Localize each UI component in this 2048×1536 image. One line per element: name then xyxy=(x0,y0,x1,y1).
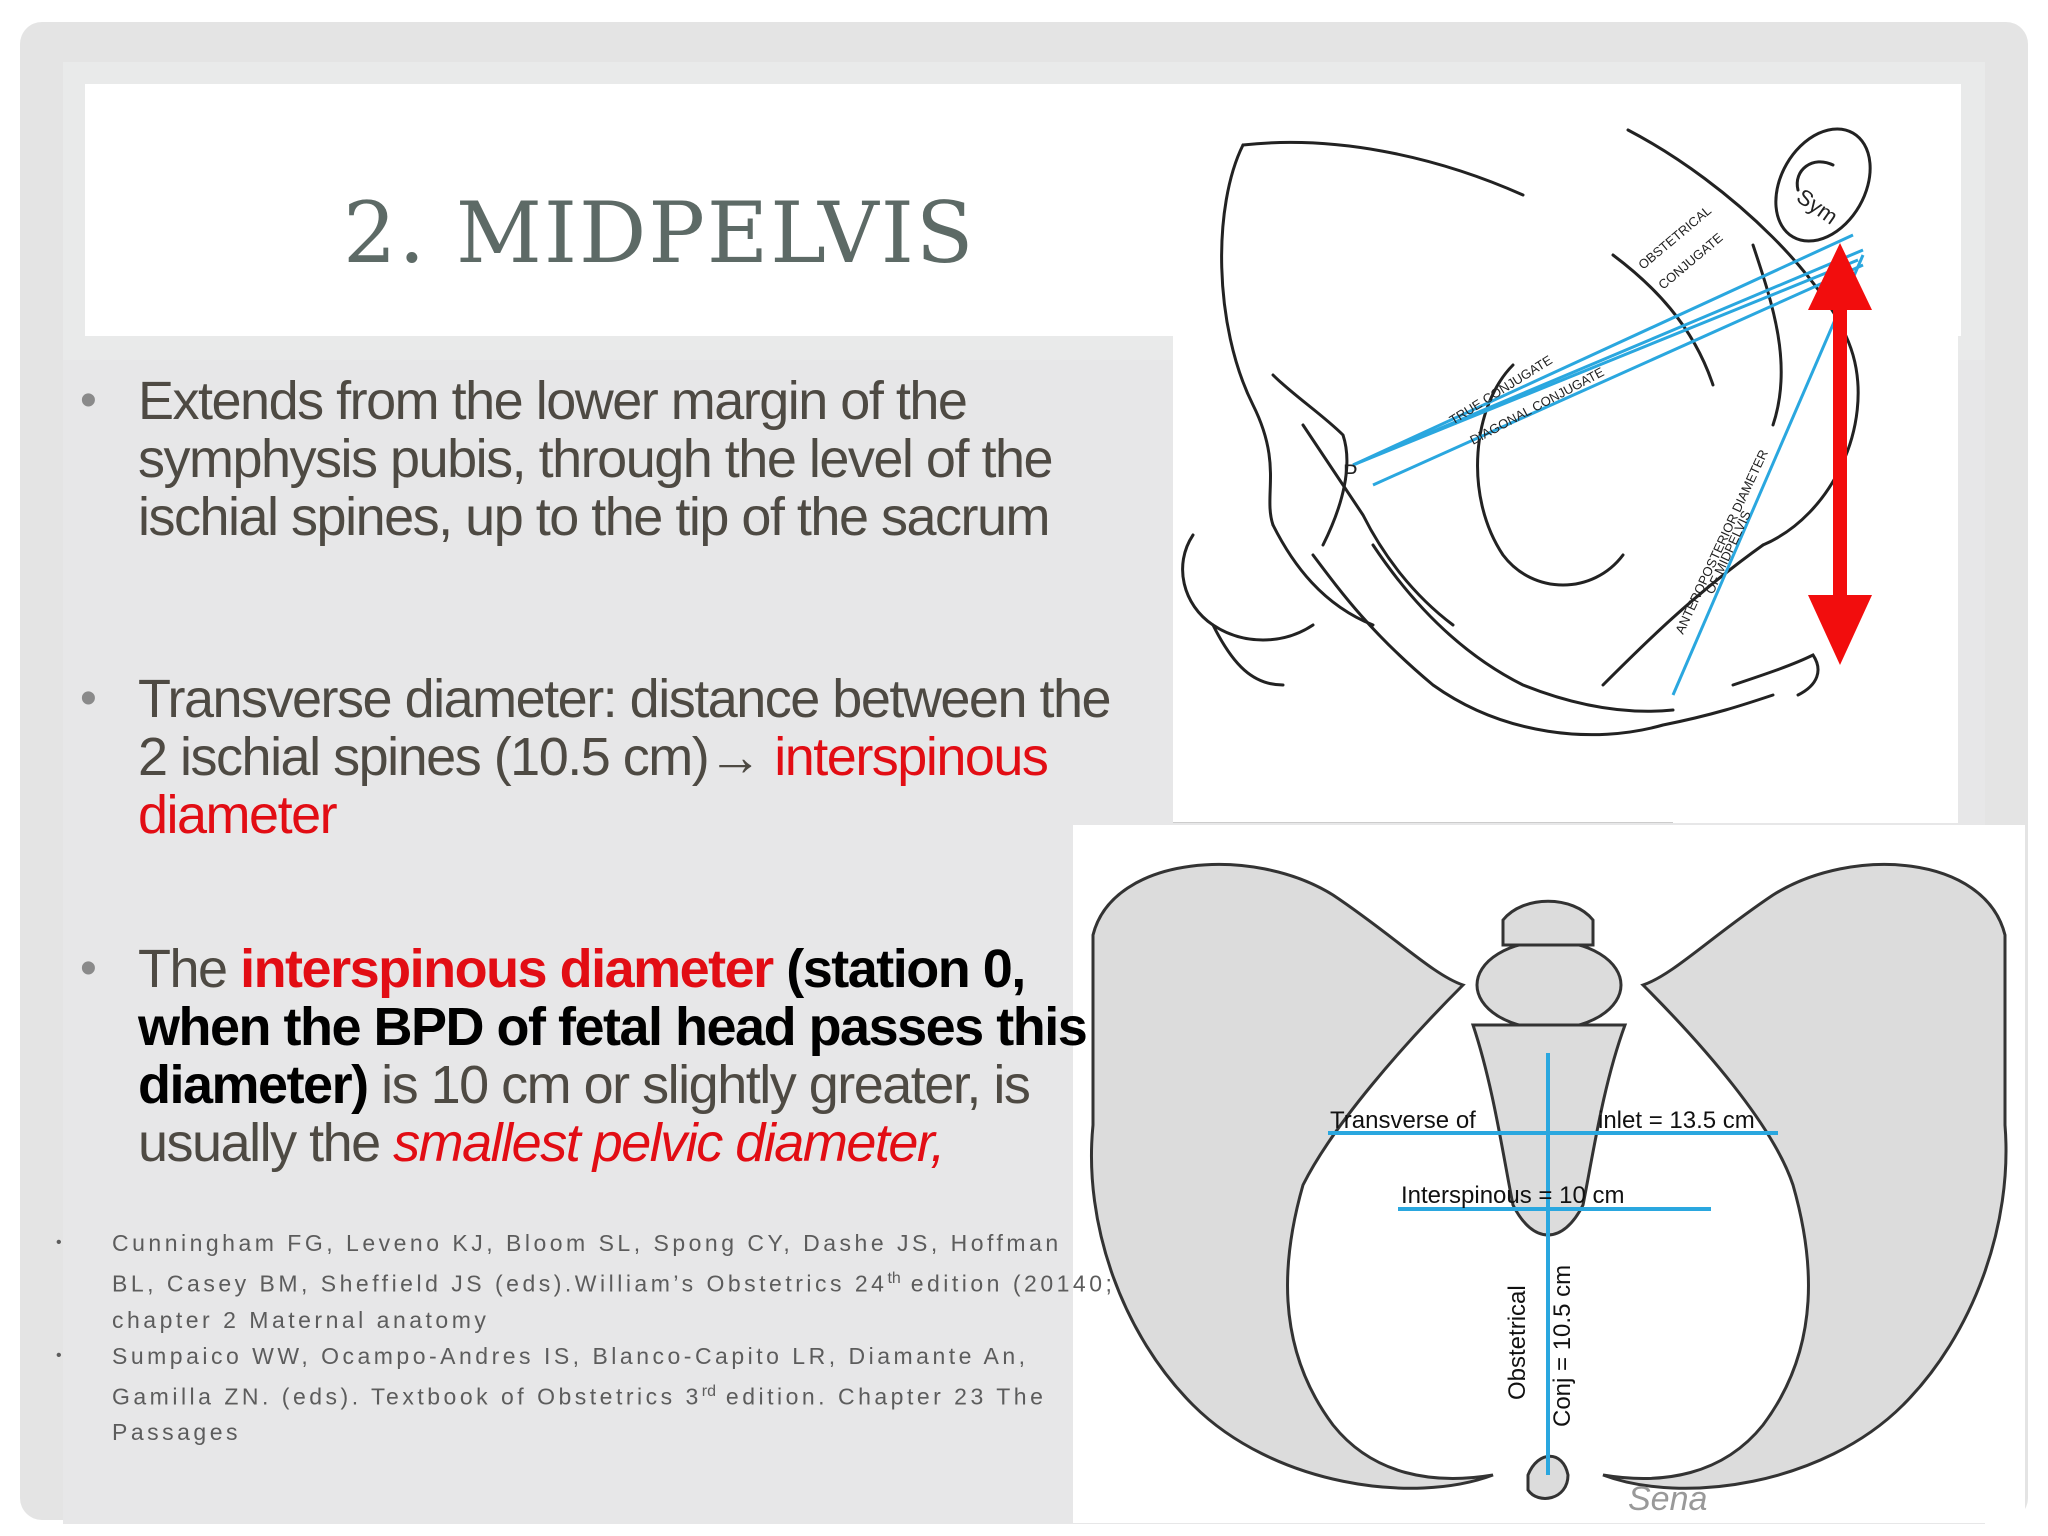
sagittal-pelvis-drawing: Sym P TRUE CONJUGATE DIAGONAL CONJUGATE … xyxy=(1173,127,1872,824)
label-conj: Conj = 10.5 cm xyxy=(1549,1265,1576,1427)
label-obstetrical-1: OBSTETRICAL xyxy=(1635,203,1714,273)
slide-title: 2. MIDPELVIS xyxy=(343,184,976,282)
bullet-dot: • xyxy=(80,374,97,427)
reference-bullet: • xyxy=(56,1234,66,1251)
label-p: P xyxy=(1343,460,1358,485)
reference-text: Sumpaico WW, Ocampo-Andres IS, Blanco-Ca… xyxy=(112,1342,1029,1410)
lead-text: The xyxy=(138,939,241,999)
bullet-text: Extends from the lower margin of the sym… xyxy=(138,371,1054,547)
bullet-text: Transverse diameter: distance between th… xyxy=(138,670,1138,844)
station-bold-text: (station 0, when the BPD of fetal head p… xyxy=(138,939,1088,1115)
sagittal-pelvis-figure: Sym P TRUE CONJUGATE DIAGONAL CONJUGATE … xyxy=(1173,125,1958,824)
interspinous-bold-text: interspinous diameter xyxy=(240,939,774,999)
bullet-text: The interspinous diameter (station 0, wh… xyxy=(138,940,1138,1172)
reference-superscript: th xyxy=(887,1270,901,1287)
label-transverse-left: Transverse of xyxy=(1330,1107,1476,1134)
label-ap-midpelvis-1: ANTEROPOSTERIOR DIAMETER xyxy=(1672,447,1771,636)
artist-signature: Sena xyxy=(1628,1480,1707,1518)
frontal-pelvis-drawing: Transverse of inlet = 13.5 cm Interspino… xyxy=(1089,862,2008,1518)
references: • Cunningham FG, Leveno KJ, Bloom SL, Sp… xyxy=(56,1225,1116,1450)
interspinous-red-text: interspinous diameter xyxy=(138,727,1049,845)
reference-item: • Cunningham FG, Leveno KJ, Bloom SL, Sp… xyxy=(56,1225,1116,1338)
bullet-dot: • xyxy=(80,942,97,995)
label-interspinous: Interspinous = 10 cm xyxy=(1401,1182,1624,1209)
arrow-glyph: → xyxy=(708,727,762,787)
reference-text-after: edition (20140; chapter 2 Maternal anato… xyxy=(112,1270,1116,1333)
reference-superscript: rd xyxy=(701,1382,717,1400)
diameter-lines xyxy=(1328,1053,1778,1475)
frontal-pelvis-figure: Transverse of inlet = 13.5 cm Interspino… xyxy=(1073,825,2025,1523)
reference-bullet: • xyxy=(56,1346,66,1364)
label-transverse-right: inlet = 13.5 cm xyxy=(1598,1107,1755,1134)
label-sym: Sym xyxy=(1792,184,1842,230)
red-double-arrow xyxy=(1808,243,1872,665)
bullet-dot: • xyxy=(80,672,97,725)
reference-item: • Sumpaico WW, Ocampo-Andres IS, Blanco-… xyxy=(56,1338,1116,1451)
reference-text: Cunningham FG, Leveno KJ, Bloom SL, Spon… xyxy=(112,1230,1062,1297)
label-obstetrical: Obstetrical xyxy=(1504,1285,1531,1400)
conjugate-lines xyxy=(1352,233,1865,696)
reference-text-after: edition. Chapter 23 The Passages xyxy=(112,1383,1047,1446)
plain-text: is 10 cm or slightly greater, is usually… xyxy=(138,1055,1031,1173)
pelvis-outline xyxy=(1181,127,1872,737)
smallest-diameter-text: smallest pelvic diameter, xyxy=(393,1113,945,1173)
transverse-text: Transverse diameter: distance between th… xyxy=(138,669,1112,787)
